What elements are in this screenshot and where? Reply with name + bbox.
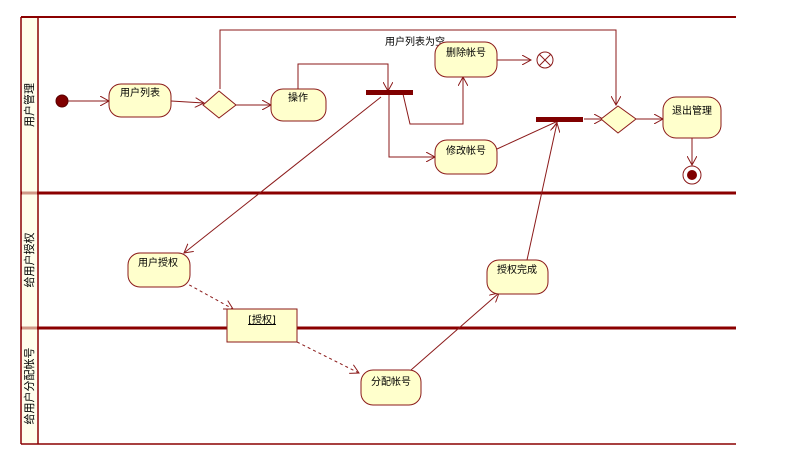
edge-decision-to-merge-empty	[219, 29, 616, 105]
activity-assign-account-label: 分配帐号	[371, 375, 411, 388]
activity-exit-manage: 退出管理	[662, 96, 722, 139]
activity-auth-done-label: 授权完成	[497, 263, 537, 276]
edge-authdone-to-join	[526, 123, 557, 261]
object-node-authorization: [授权]	[226, 308, 298, 343]
activity-modify-account-label: 修改帐号	[446, 144, 486, 157]
object-node-authorization-label: [授权]	[248, 313, 276, 326]
lane-title-user-authorization: 给用户授权	[22, 233, 36, 288]
activity-assign-account: 分配帐号	[360, 369, 422, 406]
activity-modify-account: 修改帐号	[434, 139, 498, 175]
initial-node	[55, 94, 69, 108]
activity-user-auth: 用户授权	[127, 252, 191, 288]
final-node	[682, 165, 702, 185]
edge-fork-to-delete	[402, 77, 463, 125]
activity-user-list-label: 用户列表	[120, 86, 160, 99]
activity-delete-account: 删除帐号	[434, 41, 498, 78]
edge-operate-to-fork	[297, 63, 388, 91]
activity-auth-done: 授权完成	[486, 259, 549, 295]
lane-title-user-management: 用户管理	[22, 83, 36, 127]
swimlane-frame	[20, 16, 736, 445]
activity-delete-account-label: 删除帐号	[446, 46, 486, 59]
edge-assign-to-authdone	[410, 293, 499, 371]
merge-node	[600, 105, 637, 134]
edge-modify-to-join	[496, 121, 558, 150]
edge-fork-to-userauth	[184, 96, 382, 253]
edges	[68, 29, 692, 373]
flow-final-icon	[536, 51, 554, 69]
edge-userlist-to-decision	[170, 101, 204, 103]
edge-object-to-assign	[296, 341, 359, 373]
activity-user-auth-label: 用户授权	[138, 256, 178, 269]
activity-operate-label: 操作	[288, 91, 308, 104]
edge-userauth-to-object	[183, 281, 233, 309]
activity-exit-manage-label: 退出管理	[672, 104, 712, 117]
decision-node	[202, 90, 237, 119]
activity-user-list: 用户列表	[108, 83, 172, 118]
lane-title-assign-account: 给用户分配帐号	[22, 348, 36, 425]
activity-operate: 操作	[270, 88, 327, 122]
edge-fork-to-modify	[388, 95, 435, 157]
edge-label-list-empty: 用户列表为空	[385, 35, 445, 48]
join-bar	[536, 117, 583, 122]
fork-bar	[366, 90, 413, 95]
